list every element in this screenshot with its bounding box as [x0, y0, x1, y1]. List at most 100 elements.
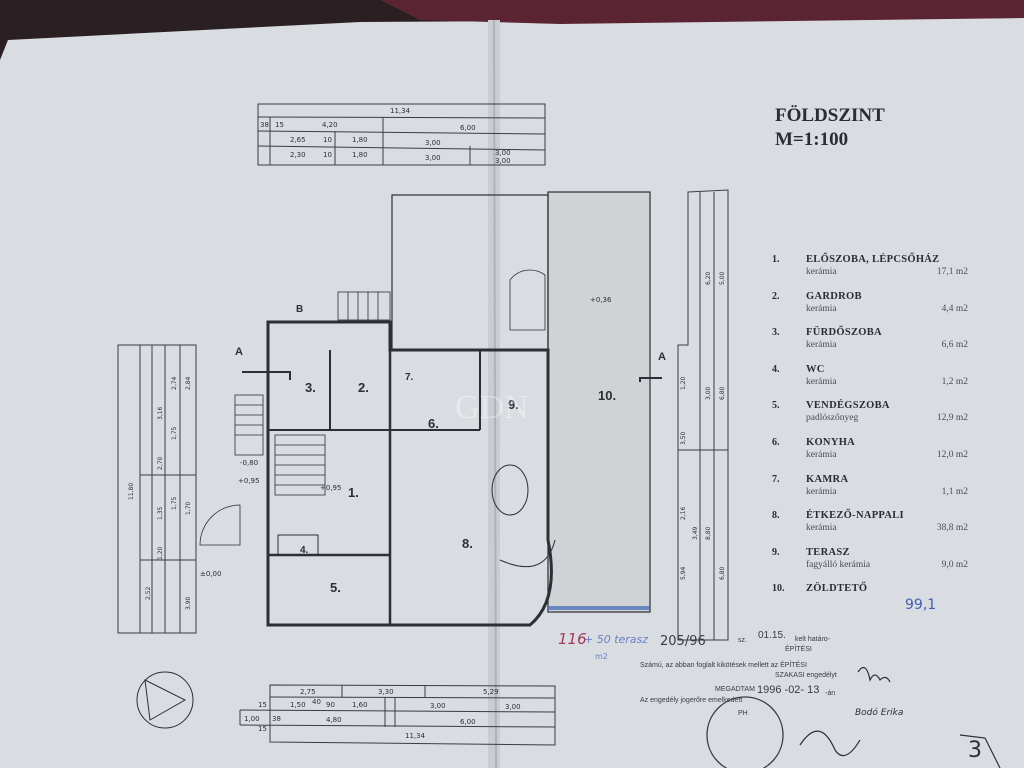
dim-left: 2,74	[171, 376, 178, 390]
legend-number: 3.	[772, 327, 780, 339]
floor-plan	[136, 191, 662, 729]
legend-area: 1,1 m2	[941, 486, 968, 497]
room-number-2: 2.	[358, 380, 369, 395]
left-dimension-chain	[117, 344, 197, 634]
dim-top: 4,20	[322, 121, 338, 129]
legend-number: 8.	[772, 510, 780, 522]
dim-top: 3,00	[495, 149, 511, 157]
dining-table	[491, 464, 529, 516]
stamp-line: kelt határo-	[795, 636, 831, 643]
dim-right: 6,80	[719, 386, 726, 400]
dim-top: 6,00	[460, 124, 476, 132]
dim-top: 2,65	[290, 136, 306, 144]
right-dimension-chain	[677, 189, 729, 641]
handwritten-total: 99,1	[905, 597, 937, 613]
legend-room-name: TERASZ	[806, 546, 850, 558]
dim-left: 1,75	[171, 496, 178, 510]
level-label: -0,80	[240, 459, 258, 467]
dim-bottom: 3,00	[430, 702, 446, 710]
dim-bottom: 1,50	[290, 701, 306, 709]
dim-top-wall: 38	[260, 121, 269, 129]
room-number-5: 5.	[330, 580, 341, 595]
legend-area: 17,1 m2	[936, 267, 968, 277]
dim-bottom: 2,75	[300, 688, 316, 696]
room-number-7: 7.	[405, 372, 414, 383]
dim-top: 2,30	[290, 151, 306, 159]
room-number-10: 10.	[598, 388, 616, 403]
signature-mark	[799, 730, 861, 757]
dim-left: 11,80	[128, 483, 135, 500]
dim-top: 15	[275, 121, 284, 129]
dim-bottom: 1,60	[352, 701, 368, 709]
official-stamp	[706, 696, 784, 768]
dim-top: 1,80	[352, 151, 368, 159]
stamp-ph: PH	[738, 710, 748, 717]
signature-mark	[857, 666, 891, 683]
room-number-9: 9.	[508, 397, 519, 412]
stamp-line: Az engedély jogerőre emelkedett	[640, 697, 743, 704]
room-number-6: 6.	[428, 416, 439, 431]
stamp-date-short: 01.15.	[758, 630, 786, 641]
dim-bottom: 90	[326, 701, 335, 709]
exterior-walls	[266, 320, 553, 627]
dim-right: 5,94	[680, 566, 687, 580]
legend-material: kerámia	[806, 303, 837, 314]
dim-top: 10	[323, 151, 332, 159]
legend-material: kerámia	[806, 376, 837, 387]
legend-material: fagyálló kerámia	[806, 559, 871, 570]
dim-top: 3,00	[425, 154, 441, 162]
dim-left: 1,75	[171, 426, 178, 440]
legend-room-name: VENDÉGSZOBA	[806, 400, 890, 412]
legend-material: padlószőnyeg	[806, 413, 859, 424]
dim-right: 3,49	[692, 526, 699, 540]
legend-material: kerámia	[806, 449, 837, 460]
legend-material: kerámia	[806, 523, 837, 534]
legend-room-name: KAMRA	[806, 473, 849, 485]
legend-room-name: FÜRDŐSZOBA	[806, 327, 882, 339]
dim-bottom: 3,30	[378, 688, 394, 696]
legend-number: 6.	[772, 436, 780, 448]
legend-room-name: WC	[806, 363, 825, 375]
legend-area: 12,0 m2	[936, 449, 968, 460]
room-number-1: 1.	[348, 485, 359, 500]
legend-room-name: ELŐSZOBA, LÉPCSŐHÁZ	[806, 254, 940, 265]
legend-room-name: ÉTKEZŐ-NAPPALI	[806, 510, 904, 522]
dim-bottom-wall: 38	[272, 715, 281, 723]
dim-bottom: 40	[312, 698, 321, 706]
dim-bottom: 15	[258, 725, 267, 733]
legend-area: 1,2 m2	[941, 376, 968, 387]
dim-left: 1,35	[157, 506, 164, 520]
top-dimension-chain	[257, 103, 546, 166]
dim-left: 2,70	[157, 456, 164, 470]
page-number: 3	[968, 738, 982, 763]
dim-left: 2,52	[145, 586, 152, 600]
stamp-prefix: sz.	[738, 637, 747, 644]
dim-right: 3,50	[680, 431, 687, 445]
legend-area: 12,9 m2	[936, 413, 968, 424]
level-label: +0,36	[590, 296, 612, 304]
legend-number: 4.	[772, 363, 780, 375]
handwritten-area-red: 116	[558, 630, 587, 648]
legend-area: 38,8 m2	[936, 523, 968, 534]
level-label: +0,95	[320, 484, 341, 492]
room-number-4: 4.	[300, 545, 309, 556]
stamp-line: SZAKASI engedélyt	[775, 672, 837, 679]
stamp-approved: MEGADTAM	[715, 686, 755, 693]
legend-material: kerámia	[806, 340, 837, 351]
dim-bottom: 3,00	[505, 703, 521, 711]
legend-room-name: GARDROB	[806, 290, 862, 302]
dim-top: 10	[323, 136, 332, 144]
handwritten-unit: m2	[595, 652, 608, 661]
legend-area: 4,4 m2	[941, 303, 968, 314]
permit-number: 205/96	[660, 634, 706, 649]
dim-left: 3,90	[185, 596, 192, 610]
dim-top: 1,80	[352, 136, 368, 144]
sheet-title: FÖLDSZINT M=1:100	[775, 104, 885, 152]
stamp-line: Számú, az abban foglalt kikötések mellet…	[640, 662, 807, 669]
